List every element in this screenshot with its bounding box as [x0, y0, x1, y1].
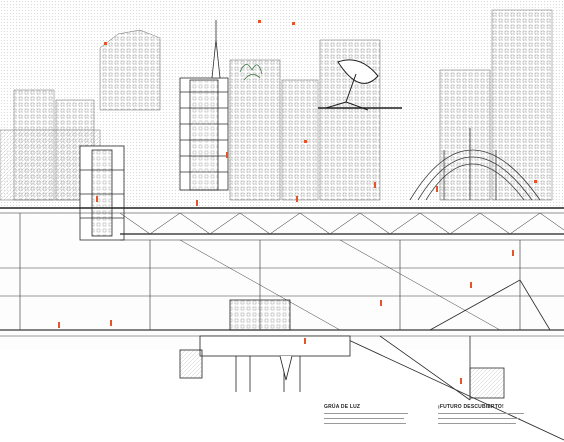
annotation-body-futuro — [438, 413, 524, 414]
left-section-building — [79, 145, 125, 241]
accent-markers — [104, 20, 537, 183]
central-tower — [179, 20, 229, 191]
human-figures — [58, 152, 514, 384]
skyline-buildings — [0, 9, 553, 201]
annotation-body-grua — [324, 418, 404, 419]
annotation-heading-futuro: ¡FUTURO DESCUBIERTO! — [438, 404, 504, 410]
arch-structure — [409, 128, 541, 201]
annotation-body-futuro — [438, 418, 520, 419]
rooftop-plant — [239, 64, 263, 81]
annotation-body-futuro — [438, 423, 516, 424]
annotation-heading-grua: GRÚA DE LUZ — [324, 404, 361, 410]
crane-bracing — [339, 279, 564, 441]
annotation-body-grua — [324, 413, 408, 414]
support-columns — [19, 213, 521, 330]
annotation-body-grua — [324, 423, 406, 424]
main-truss-deck — [0, 207, 564, 241]
dish-antenna — [318, 59, 402, 111]
